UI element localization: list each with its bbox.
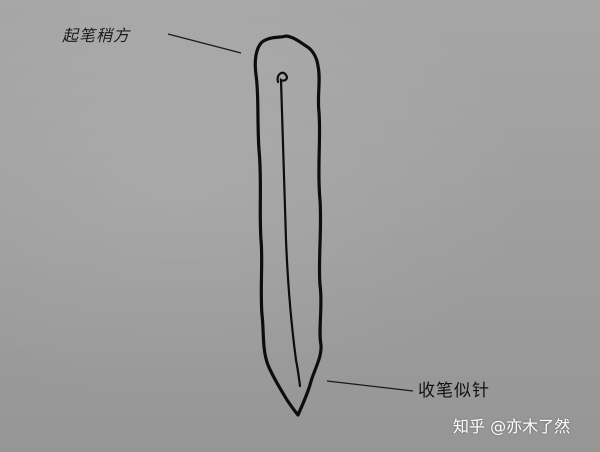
end-label: 收笔似针 [418,381,490,401]
brush-stroke-outline [253,34,323,417]
start-pointer-line [167,33,242,54]
brush-tip-trajectory [276,71,302,388]
end-pointer-line [326,380,414,392]
watermark: 知乎 @亦木了然 [453,417,571,436]
start-label: 起笔稍方 [62,26,131,45]
